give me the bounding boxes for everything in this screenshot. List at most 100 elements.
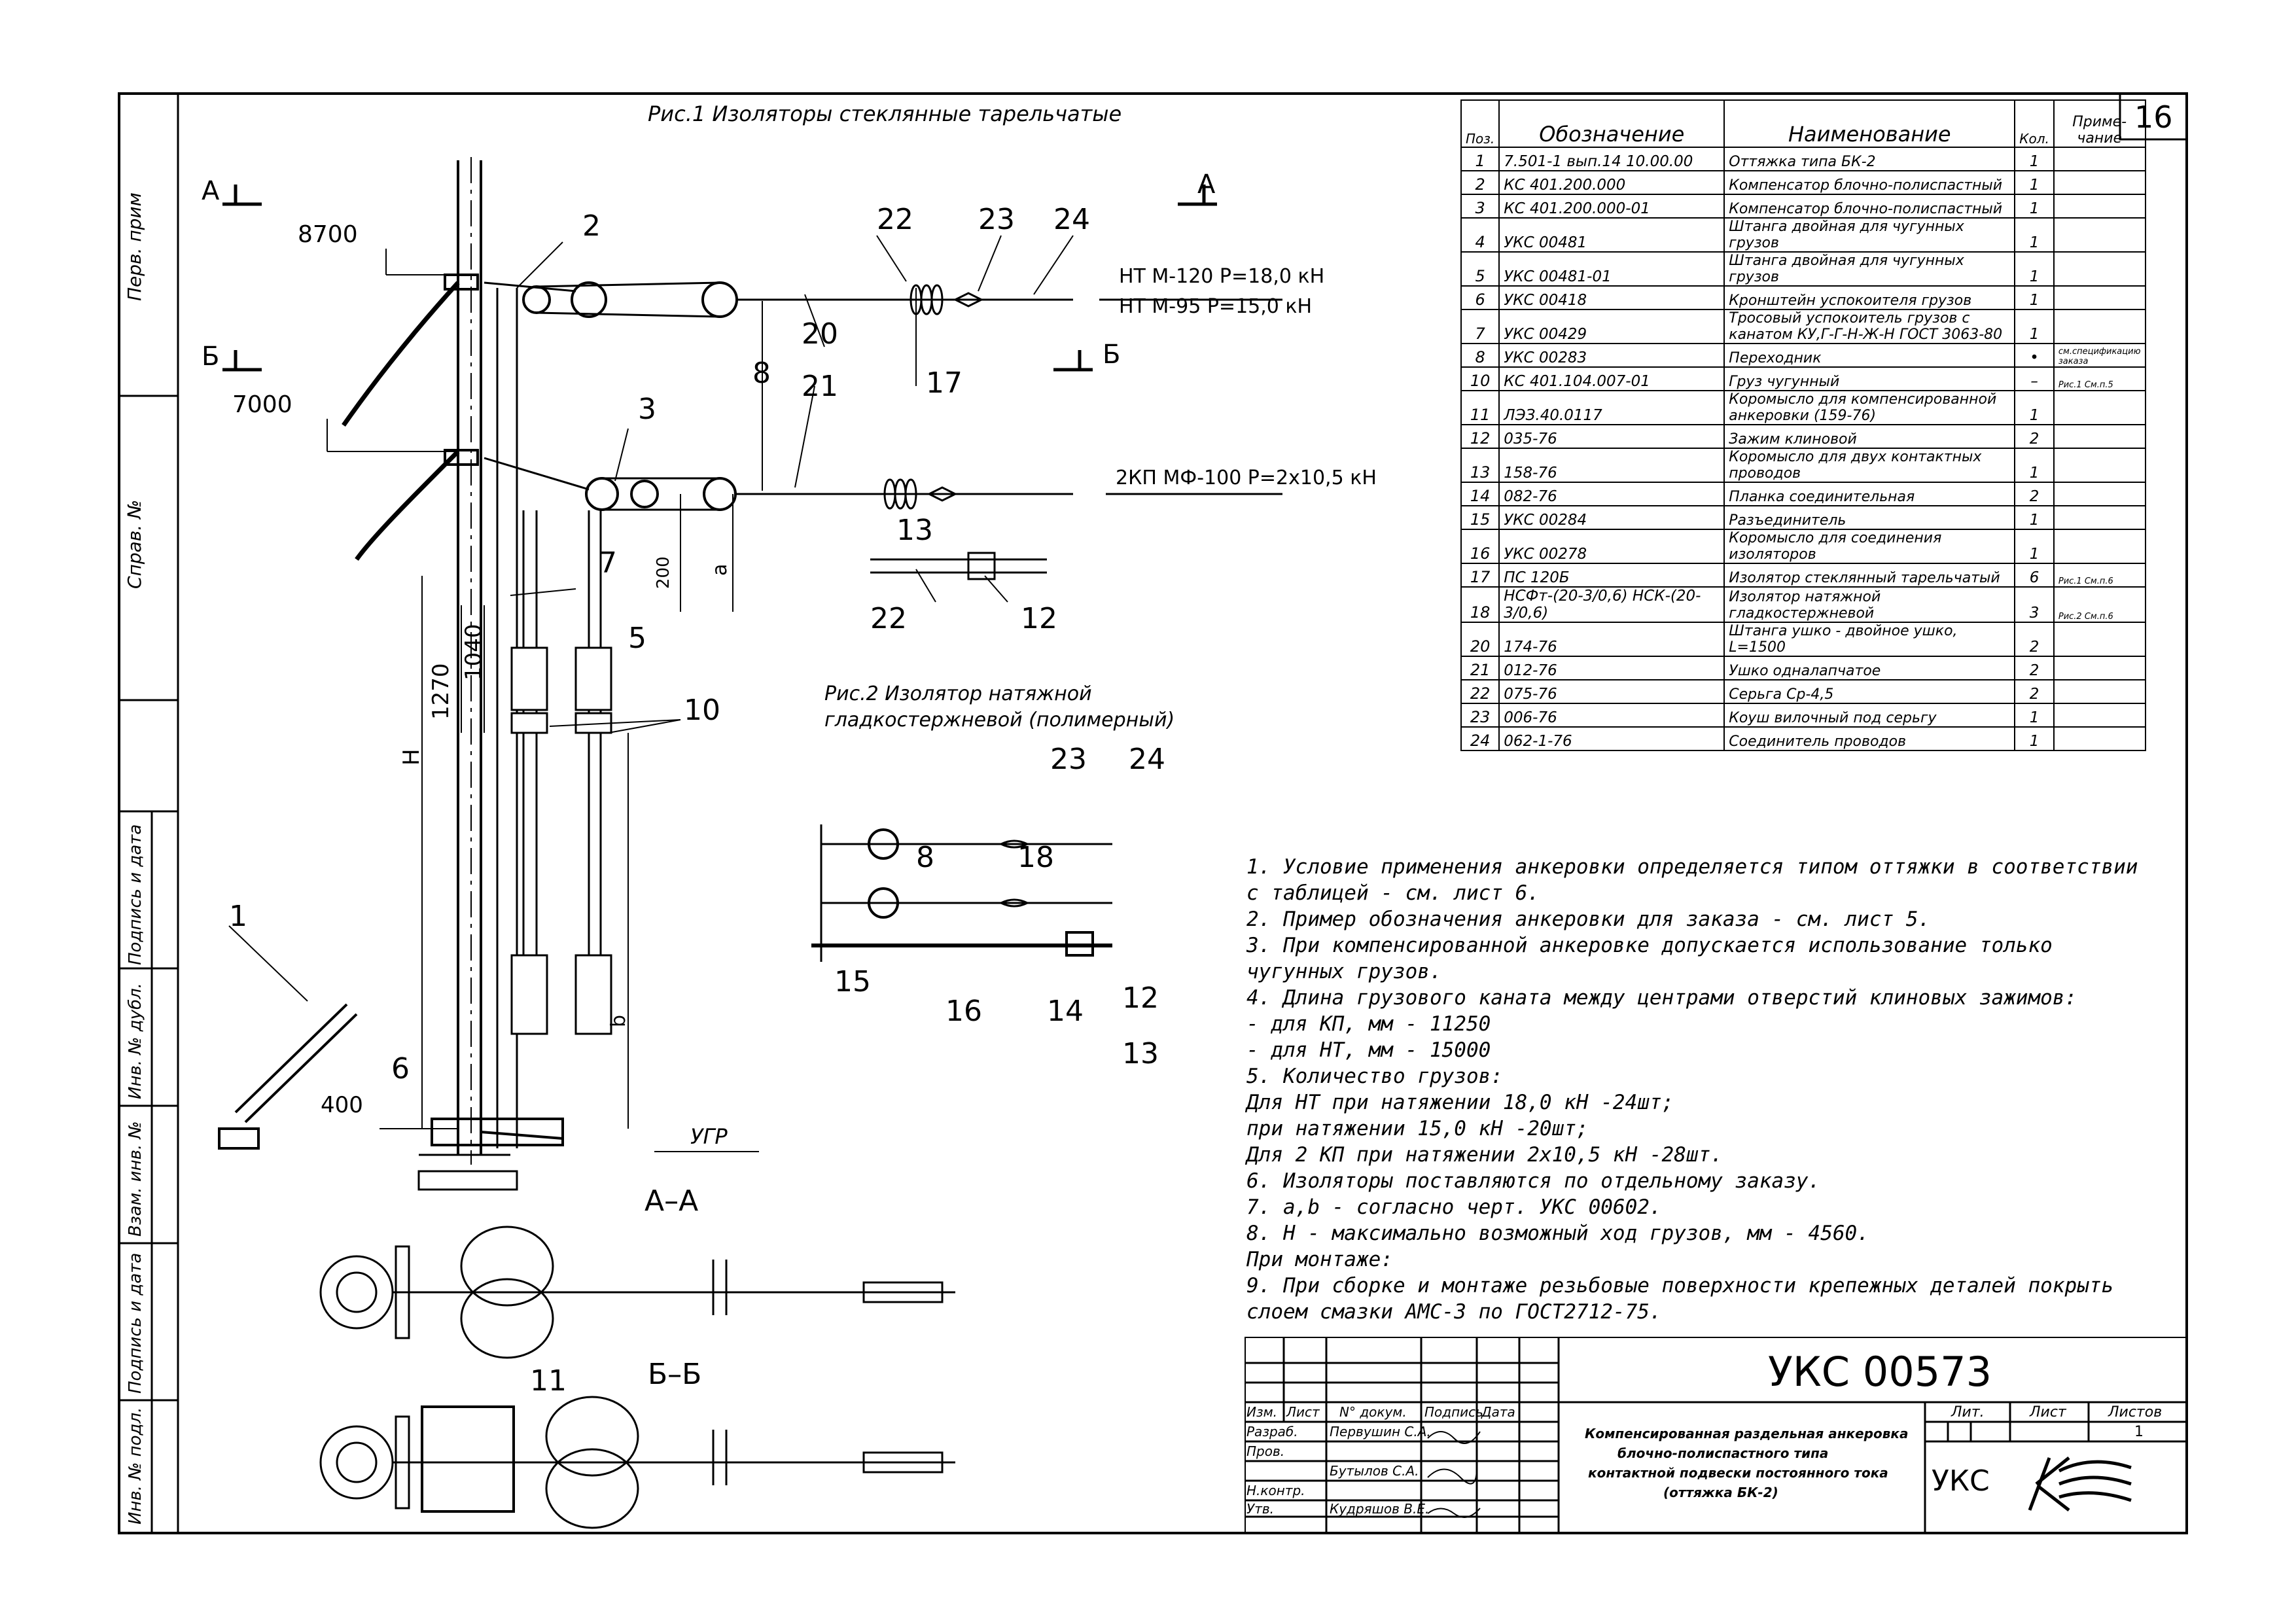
spec-cell-note (2053, 309, 2146, 344)
side-label-perv: Перв. прим (124, 192, 145, 301)
tb-lit-label: Лит. (1951, 1404, 1985, 1421)
tb-org: УКС (1932, 1464, 1990, 1498)
spec-cell-note (2053, 622, 2146, 657)
spec-cell-name: Компенсатор блочно-полиспастный (1723, 170, 2016, 195)
spec-cell-note (2053, 251, 2146, 287)
spec-cell-note (2053, 448, 2146, 483)
callout-6: 6 (391, 1052, 410, 1086)
spec-cell-note (2053, 147, 2146, 171)
tb-role-utv: Утв. (1246, 1501, 1274, 1517)
spec-cell-pos: 14 (1460, 482, 1500, 506)
spec-cell-qty: 1 (2014, 217, 2055, 253)
spec-cell-name: Коромысло для соединения изоляторов (1723, 529, 2016, 564)
note-line: 5. Количество грузов: (1246, 1065, 1503, 1088)
spec-cell-name: Изолятор стеклянный тарельчатый (1723, 563, 2016, 588)
spec-cell-note: Рис.2 См.п.6 (2053, 586, 2146, 623)
fig2-callout-8: 8 (916, 841, 934, 874)
spec-cell-name: Тросовый успокоитель грузов с канатом КУ… (1723, 309, 2016, 344)
callout-17: 17 (926, 366, 963, 400)
side-label-vzam: Взам. инв. № (126, 1121, 145, 1237)
callout-24: 24 (1053, 203, 1090, 236)
dim-7000: 7000 (232, 391, 292, 418)
spec-cell-qty: 6 (2014, 563, 2055, 588)
spec-cell-qty: 2 (2014, 679, 2055, 704)
dim-a: а (709, 564, 732, 576)
spec-cell-qty: 2 (2014, 482, 2055, 506)
title-block: УКС 00573 Изм. Лист N° докум. Подпись Да… (1245, 1337, 2187, 1533)
note-line: с таблицей - см. лист 6. (1246, 881, 1540, 905)
spec-cell-designation: 7.501-1 вып.14 10.00.00 (1498, 147, 1725, 171)
spec-cell-pos: 24 (1460, 726, 1500, 751)
tb-title-2: блочно-полиспастного типа (1617, 1445, 1828, 1461)
spec-cell-qty: 2 (2014, 424, 2055, 449)
note-line: При монтаже: (1246, 1248, 1393, 1271)
dim-8700: 8700 (298, 221, 358, 248)
spec-cell-name: Кронштейн успокоителя грузов (1723, 285, 2016, 310)
section-a-right: А (1197, 169, 1216, 200)
spec-cell-name: Разъединитель (1723, 505, 2016, 530)
lower-compensator (444, 449, 1282, 511)
spec-cell-name: Ушко одналапчатое (1723, 656, 2016, 680)
spec-cell-name: Штанга двойная для чугунных грузов (1723, 251, 2016, 287)
dim-400: 400 (321, 1092, 363, 1118)
tb-name-1: Первушин С.А. (1330, 1424, 1431, 1439)
spec-cell-designation: НСФт-(20-3/0,6) НСК-(20-3/0,6) (1498, 586, 1725, 623)
spec-cell-designation: УКС 00429 (1498, 309, 1725, 344)
spec-cell-name: Коромысло для компенсированной анкеровки… (1723, 390, 2016, 425)
section-b-right: Б (1103, 340, 1120, 370)
note-line: Для НТ при натяжении 18,0 кН -24шт; (1246, 1091, 1674, 1114)
tb-name-5: Кудряшов В.Е. (1330, 1501, 1429, 1517)
tb-listov-value: 1 (2134, 1424, 2144, 1440)
fig1-title: Рис.1 Изоляторы стеклянные тарельчатые (648, 101, 1122, 126)
spec-cell-pos: 8 (1460, 343, 1500, 368)
note-line: 3. При компенсированной анкеровке допуск… (1246, 934, 2053, 957)
spec-cell-note (2053, 726, 2146, 751)
note-line: 7. a,b - согласно черт. УКС 00602. (1246, 1195, 1662, 1219)
spec-cell-qty: 1 (2014, 147, 2055, 171)
note-line: 9. При сборке и монтаже резьбовые поверх… (1246, 1274, 2114, 1297)
spec-cell-note: Рис.1 См.п.6 (2053, 563, 2146, 588)
callout-2: 2 (582, 209, 601, 243)
section-bb-drawing (319, 1396, 955, 1529)
fig2-callout-16: 16 (945, 995, 982, 1028)
dim-1040: 1040 (461, 624, 487, 680)
spec-cell-qty: 2 (2014, 622, 2055, 657)
wire-label-nt2: НТ М-95 Р=15,0 кН (1119, 295, 1312, 318)
spec-header-name: Наименование (1723, 99, 2016, 148)
side-label-sprav: Справ. № (124, 500, 145, 589)
spec-cell-note (2053, 703, 2146, 728)
tb-col-izm: Изм. (1246, 1404, 1277, 1420)
sheet-frame (118, 92, 2188, 1534)
tb-col-doc: N° докум. (1339, 1404, 1407, 1420)
notes-block: 1. Условие применения анкеровки определя… (1246, 854, 2195, 1325)
note-line: 8. Н - максимально возможный ход грузов,… (1246, 1222, 1869, 1245)
pole (417, 157, 518, 1191)
spec-header-note: Приме-чание (2053, 99, 2146, 148)
callout-12-fig1: 12 (1021, 602, 1057, 635)
tb-title-1: Компенсированная раздельная анкеровка (1585, 1426, 1908, 1441)
tb-col-date: Дата (1481, 1404, 1515, 1420)
spec-cell-designation: ЛЭЗ.40.0117 (1498, 390, 1725, 425)
fig2-title-1: Рис.2 Изолятор натяжной (824, 682, 1092, 705)
tb-role-prov: Пров. (1246, 1443, 1284, 1459)
spec-cell-name: Груз чугунный (1723, 366, 2016, 391)
spec-cell-qty: 1 (2014, 194, 2055, 219)
spec-cell-note: Рис.1 См.п.5 (2053, 366, 2146, 391)
spec-header-qty: Кол. (2014, 99, 2055, 148)
dim-1270: 1270 (428, 663, 454, 720)
spec-cell-qty: 1 (2014, 505, 2055, 530)
spec-cell-name: Зажим клиновой (1723, 424, 2016, 449)
spec-cell-note (2053, 679, 2146, 704)
guy-rods (342, 281, 460, 561)
spec-cell-designation: ПС 120Б (1498, 563, 1725, 588)
spec-header-row: Поз. Обозначение Наименование Кол. Приме… (1460, 99, 2146, 148)
